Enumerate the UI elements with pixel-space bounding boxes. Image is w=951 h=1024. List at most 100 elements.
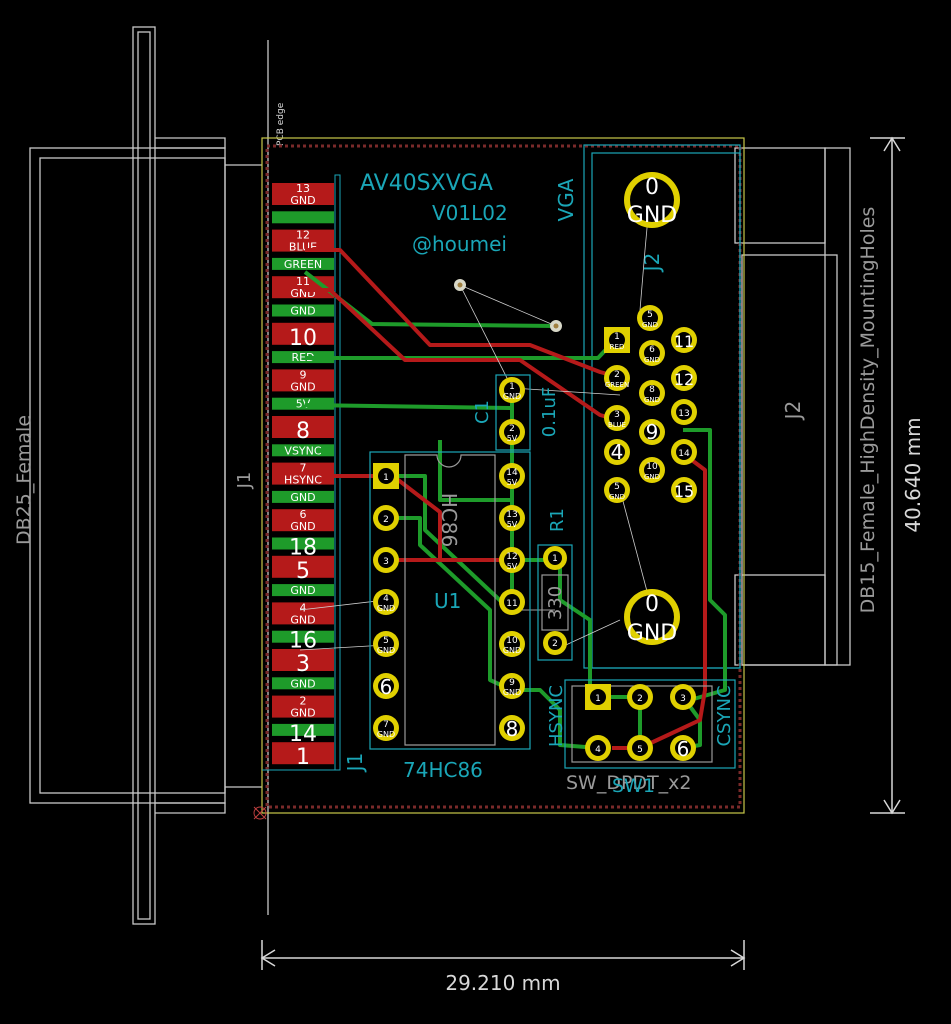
j1-pad-number: 4 <box>300 601 307 614</box>
u1-ref-text: U1 <box>434 589 461 613</box>
pcb-edge-label: PCB edge <box>276 102 286 146</box>
sw1-value-text: SW_DPDT_x2 <box>566 772 692 794</box>
sw1-pin-number: 5 <box>637 745 643 755</box>
u1-pin-number: 14 <box>506 468 518 478</box>
j1-pad-number: 11 <box>296 275 310 288</box>
r1-pad: 2 <box>543 631 567 655</box>
u1-pin-net: 5V <box>507 478 518 487</box>
j2-pin-number: 8 <box>649 385 655 395</box>
j2-pin-number: 6 <box>649 345 655 355</box>
j2-pin-number: 15 <box>674 482 694 501</box>
sw1-pin-number: 1 <box>595 694 601 704</box>
j1-pad: VSYNC <box>272 444 334 457</box>
front-copper-traces <box>305 248 707 750</box>
u1-pin: 1 <box>373 463 399 489</box>
j2-pin-number: 12 <box>674 370 694 389</box>
svg-text:0: 0 <box>645 175 659 200</box>
svg-text:GND: GND <box>627 203 677 228</box>
c1-pad-net: 5V <box>507 434 518 443</box>
j1-pad-net: GND <box>290 677 315 690</box>
j2-mount-top: 0 GND <box>624 172 680 228</box>
u1-fab-value: HC86 <box>437 493 461 547</box>
u1-pin-number: 13 <box>506 510 517 520</box>
j1-pad-strip: 13GND12BLUEGREEN11GNDGND10RED9GND5V8VSYN… <box>272 182 334 770</box>
svg-text:GND: GND <box>627 621 677 646</box>
u1-pin-number: 1 <box>383 473 389 483</box>
dimension-width <box>260 940 746 970</box>
j1-pad-net: GND <box>290 305 315 318</box>
u1-pin-net: GND <box>377 730 395 739</box>
j1-ref-silk: J1 <box>343 753 367 774</box>
u1-pin-net: 5V <box>507 520 518 529</box>
j2-pin-net: BLUE <box>608 421 626 429</box>
j2-pin-number: 14 <box>678 449 690 459</box>
u1-pin-number: 9 <box>509 678 515 688</box>
sw1-silk-outline <box>564 679 736 769</box>
u1-pin-net: GND <box>377 604 395 613</box>
j1-pad-net: RED <box>291 351 314 364</box>
j1-pad-net: GND <box>290 380 315 393</box>
u1-pin: 8 <box>499 715 525 741</box>
j1-pad-net: 5V <box>296 398 311 411</box>
r1-pads: 12 <box>543 546 567 655</box>
u1-pin-net: GND <box>377 646 395 655</box>
sw1-ref-text: SW1 <box>612 775 655 797</box>
j1-pad-number: 1 <box>296 745 310 770</box>
j1-pad-net: GND <box>290 584 315 597</box>
j1-pad: GND <box>272 584 334 597</box>
u1-silk-outline <box>369 451 531 750</box>
j2-pin-number: 11 <box>674 332 694 351</box>
j2-value-text: DB15_Female_HighDensity_MountingHoles <box>857 207 879 614</box>
j2-pin-net: GND <box>644 473 660 481</box>
j1-pad-number: 8 <box>296 419 310 444</box>
j2-pin-net: RED <box>610 343 625 351</box>
r1-value-text: 330 <box>545 586 566 620</box>
j1-pad-net: HSYNC <box>284 474 322 487</box>
dimension-height <box>870 136 905 815</box>
board-courtyard <box>265 144 742 809</box>
j1-value-text: DB25_Female <box>13 415 35 545</box>
dimension-height-text: 40.640 mm <box>901 417 925 532</box>
u1-pin-number: 3 <box>383 557 389 567</box>
j2-pin-number: 9 <box>646 420 659 444</box>
u1-pin-number: 4 <box>383 594 389 604</box>
board-author: @houmei <box>412 232 507 256</box>
j1-ref-text: J1 <box>234 472 255 490</box>
j1-db25-outline <box>29 26 269 925</box>
board-title: AV40SXVGA <box>360 171 493 196</box>
u1-pin-number: 6 <box>380 675 393 699</box>
board-version: V01L02 <box>432 201 508 225</box>
j1-pad-number: 10 <box>289 326 317 351</box>
r1-pad-number: 2 <box>552 639 558 649</box>
sw1-pin: 3 <box>670 684 696 710</box>
j1-pad: GREEN <box>272 257 334 271</box>
j1-pad-net: GND <box>290 491 315 504</box>
j1-pad-net: GREEN <box>284 258 322 271</box>
j2-pin-net: GREEN <box>605 381 629 389</box>
j1-pad-number: 13 <box>296 182 310 195</box>
j1-pad: GND <box>272 677 334 690</box>
u1-pin: 6 <box>373 673 399 699</box>
r1-silk-outline <box>537 544 573 661</box>
u1-pin-number: 10 <box>506 636 518 646</box>
sw1-pin: 1 <box>585 684 611 710</box>
j1-pad: 1 <box>272 742 334 770</box>
c1-value-text: 0.1uF <box>539 387 560 437</box>
j1-pad-net: GND <box>290 194 315 207</box>
sw1-pin: 6 <box>670 735 696 761</box>
